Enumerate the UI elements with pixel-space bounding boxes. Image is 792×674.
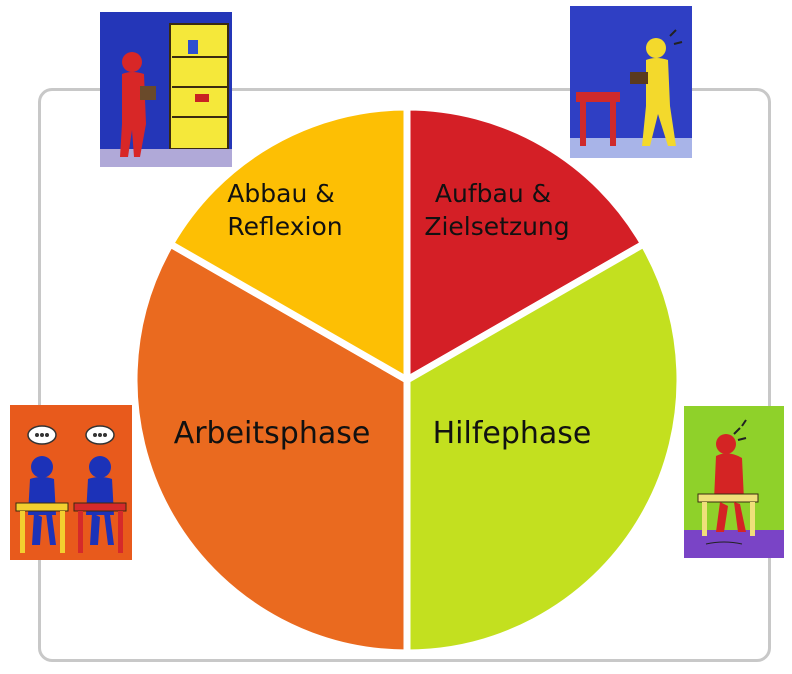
segment-hilfe — [403, 240, 684, 657]
person-carrying-to-table-illustration — [570, 6, 692, 158]
students-at-desks-illustration — [10, 405, 132, 560]
segment-label-abbau: Abbau & Reflexion — [227, 179, 342, 241]
segment-arbeit — [130, 240, 411, 657]
student-thinking-illustration — [684, 406, 784, 558]
segment-abbau — [166, 103, 411, 384]
segment-label-hilfe: Hilfephase — [433, 416, 592, 451]
segment-label-aufbau: Aufbau & Zielsetzung — [424, 179, 569, 241]
person-at-shelf-illustration — [100, 12, 232, 167]
segment-label-arbeit: Arbeitsphase — [174, 416, 371, 451]
segment-aufbau — [403, 103, 648, 384]
